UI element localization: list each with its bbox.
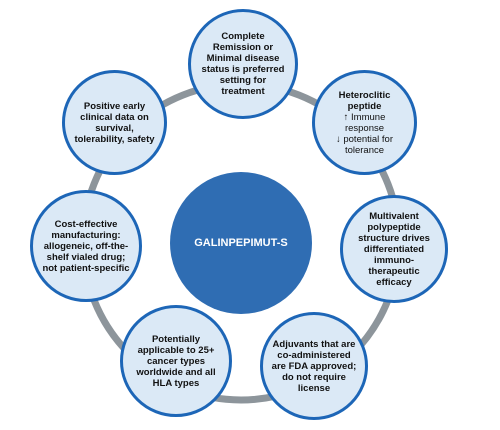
node-cancer-types-text: Potentially applicable to 25+ cancer typ… [136,333,216,389]
node-adjuvants-text: Adjuvants that are co-administered are F… [271,338,357,394]
node-complete-remission-text: Complete Remission or Minimal disease st… [201,31,285,97]
node-clinical-data-text: Positive early clinical data on survival… [74,100,155,145]
arrow-up-icon: ↑ [343,111,349,123]
arrow-down-icon: ↓ [335,133,341,145]
node-multivalent-text: Multivalent polypeptide structure drives… [358,210,430,288]
tolerance-text: potential for tolerance [343,133,394,156]
node-clinical-data: Positive early clinical data on survival… [62,70,167,175]
node-adjuvants: Adjuvants that are co-administered are F… [260,312,368,420]
heteroclitic-title: Heteroclitic peptide [338,89,391,112]
node-complete-remission: Complete Remission or Minimal disease st… [188,9,298,119]
immune-response-text: Immune response [344,111,386,134]
node-cost-effective-text: Cost-effective manufacturing: allogeneic… [42,218,130,274]
center-label: GALINPEPIMUT-S [194,237,288,249]
center-node: GALINPEPIMUT-S [170,172,312,314]
node-heteroclitic-peptide: Heteroclitic peptide ↑ Immune response ↓… [312,70,417,175]
node-multivalent-polypeptide: Multivalent polypeptide structure drives… [340,195,448,303]
node-cost-effective: Cost-effective manufacturing: allogeneic… [30,190,142,302]
node-cancer-types: Potentially applicable to 25+ cancer typ… [120,305,232,417]
